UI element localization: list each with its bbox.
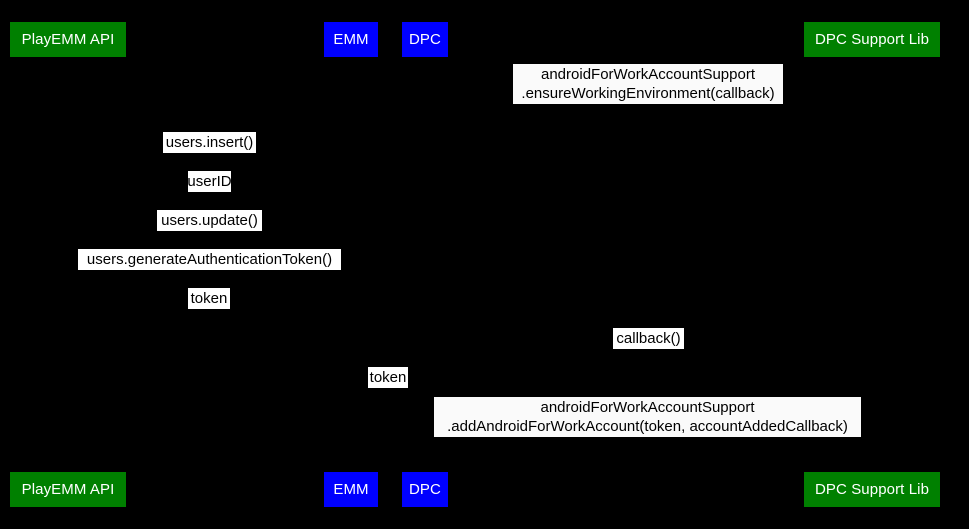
participant-top-emm[interactable]: EMM — [324, 22, 378, 57]
participant-label: EMM — [333, 481, 369, 498]
message-callback[interactable]: callback() — [613, 328, 684, 349]
participant-label: DPC Support Lib — [814, 481, 930, 498]
participant-top-dpc[interactable]: DPC — [402, 22, 448, 57]
participant-label: DPC — [409, 31, 441, 48]
participant-label: EMM — [333, 31, 369, 48]
message-label: token — [369, 368, 407, 386]
message-user-id[interactable]: userID — [187, 171, 232, 192]
message-generate-authentication-token[interactable]: users.generateAuthenticationToken() — [78, 249, 341, 270]
message-label: users.update() — [161, 211, 258, 229]
participant-bottom-emm[interactable]: EMM — [324, 472, 378, 507]
participant-top-playemm-api[interactable]: PlayEMM API — [10, 22, 126, 57]
message-label: users.insert() — [165, 133, 254, 151]
message-users-insert[interactable]: users.insert() — [163, 132, 256, 153]
message-line-1: androidForWorkAccountSupport — [540, 399, 755, 416]
message-label: token — [190, 289, 228, 307]
message-line-1: androidForWorkAccountSupport — [541, 66, 755, 83]
participant-top-dpc-support-lib[interactable]: DPC Support Lib — [804, 22, 940, 57]
participant-bottom-dpc[interactable]: DPC — [402, 472, 448, 507]
message-users-update[interactable]: users.update() — [157, 210, 262, 231]
participant-label: PlayEMM API — [21, 31, 115, 48]
participant-bottom-dpc-support-lib[interactable]: DPC Support Lib — [804, 472, 940, 507]
participant-label: PlayEMM API — [21, 481, 115, 498]
message-label: userID — [187, 172, 232, 190]
participant-label: DPC — [409, 481, 441, 498]
message-label: callback() — [616, 329, 681, 347]
message-line-2: .addAndroidForWorkAccount(token, account… — [447, 418, 848, 435]
participant-label: DPC Support Lib — [814, 31, 930, 48]
participant-bottom-playemm-api[interactable]: PlayEMM API — [10, 472, 126, 507]
message-add-android-for-work-account[interactable]: androidForWorkAccountSupport .addAndroid… — [434, 397, 861, 437]
message-label: users.generateAuthenticationToken() — [86, 250, 333, 268]
message-token-to-dpc[interactable]: token — [368, 367, 408, 388]
message-ensure-working-environment[interactable]: androidForWorkAccountSupport .ensureWork… — [513, 64, 783, 104]
message-line-2: .ensureWorkingEnvironment(callback) — [521, 85, 775, 102]
message-token-returned[interactable]: token — [188, 288, 230, 309]
